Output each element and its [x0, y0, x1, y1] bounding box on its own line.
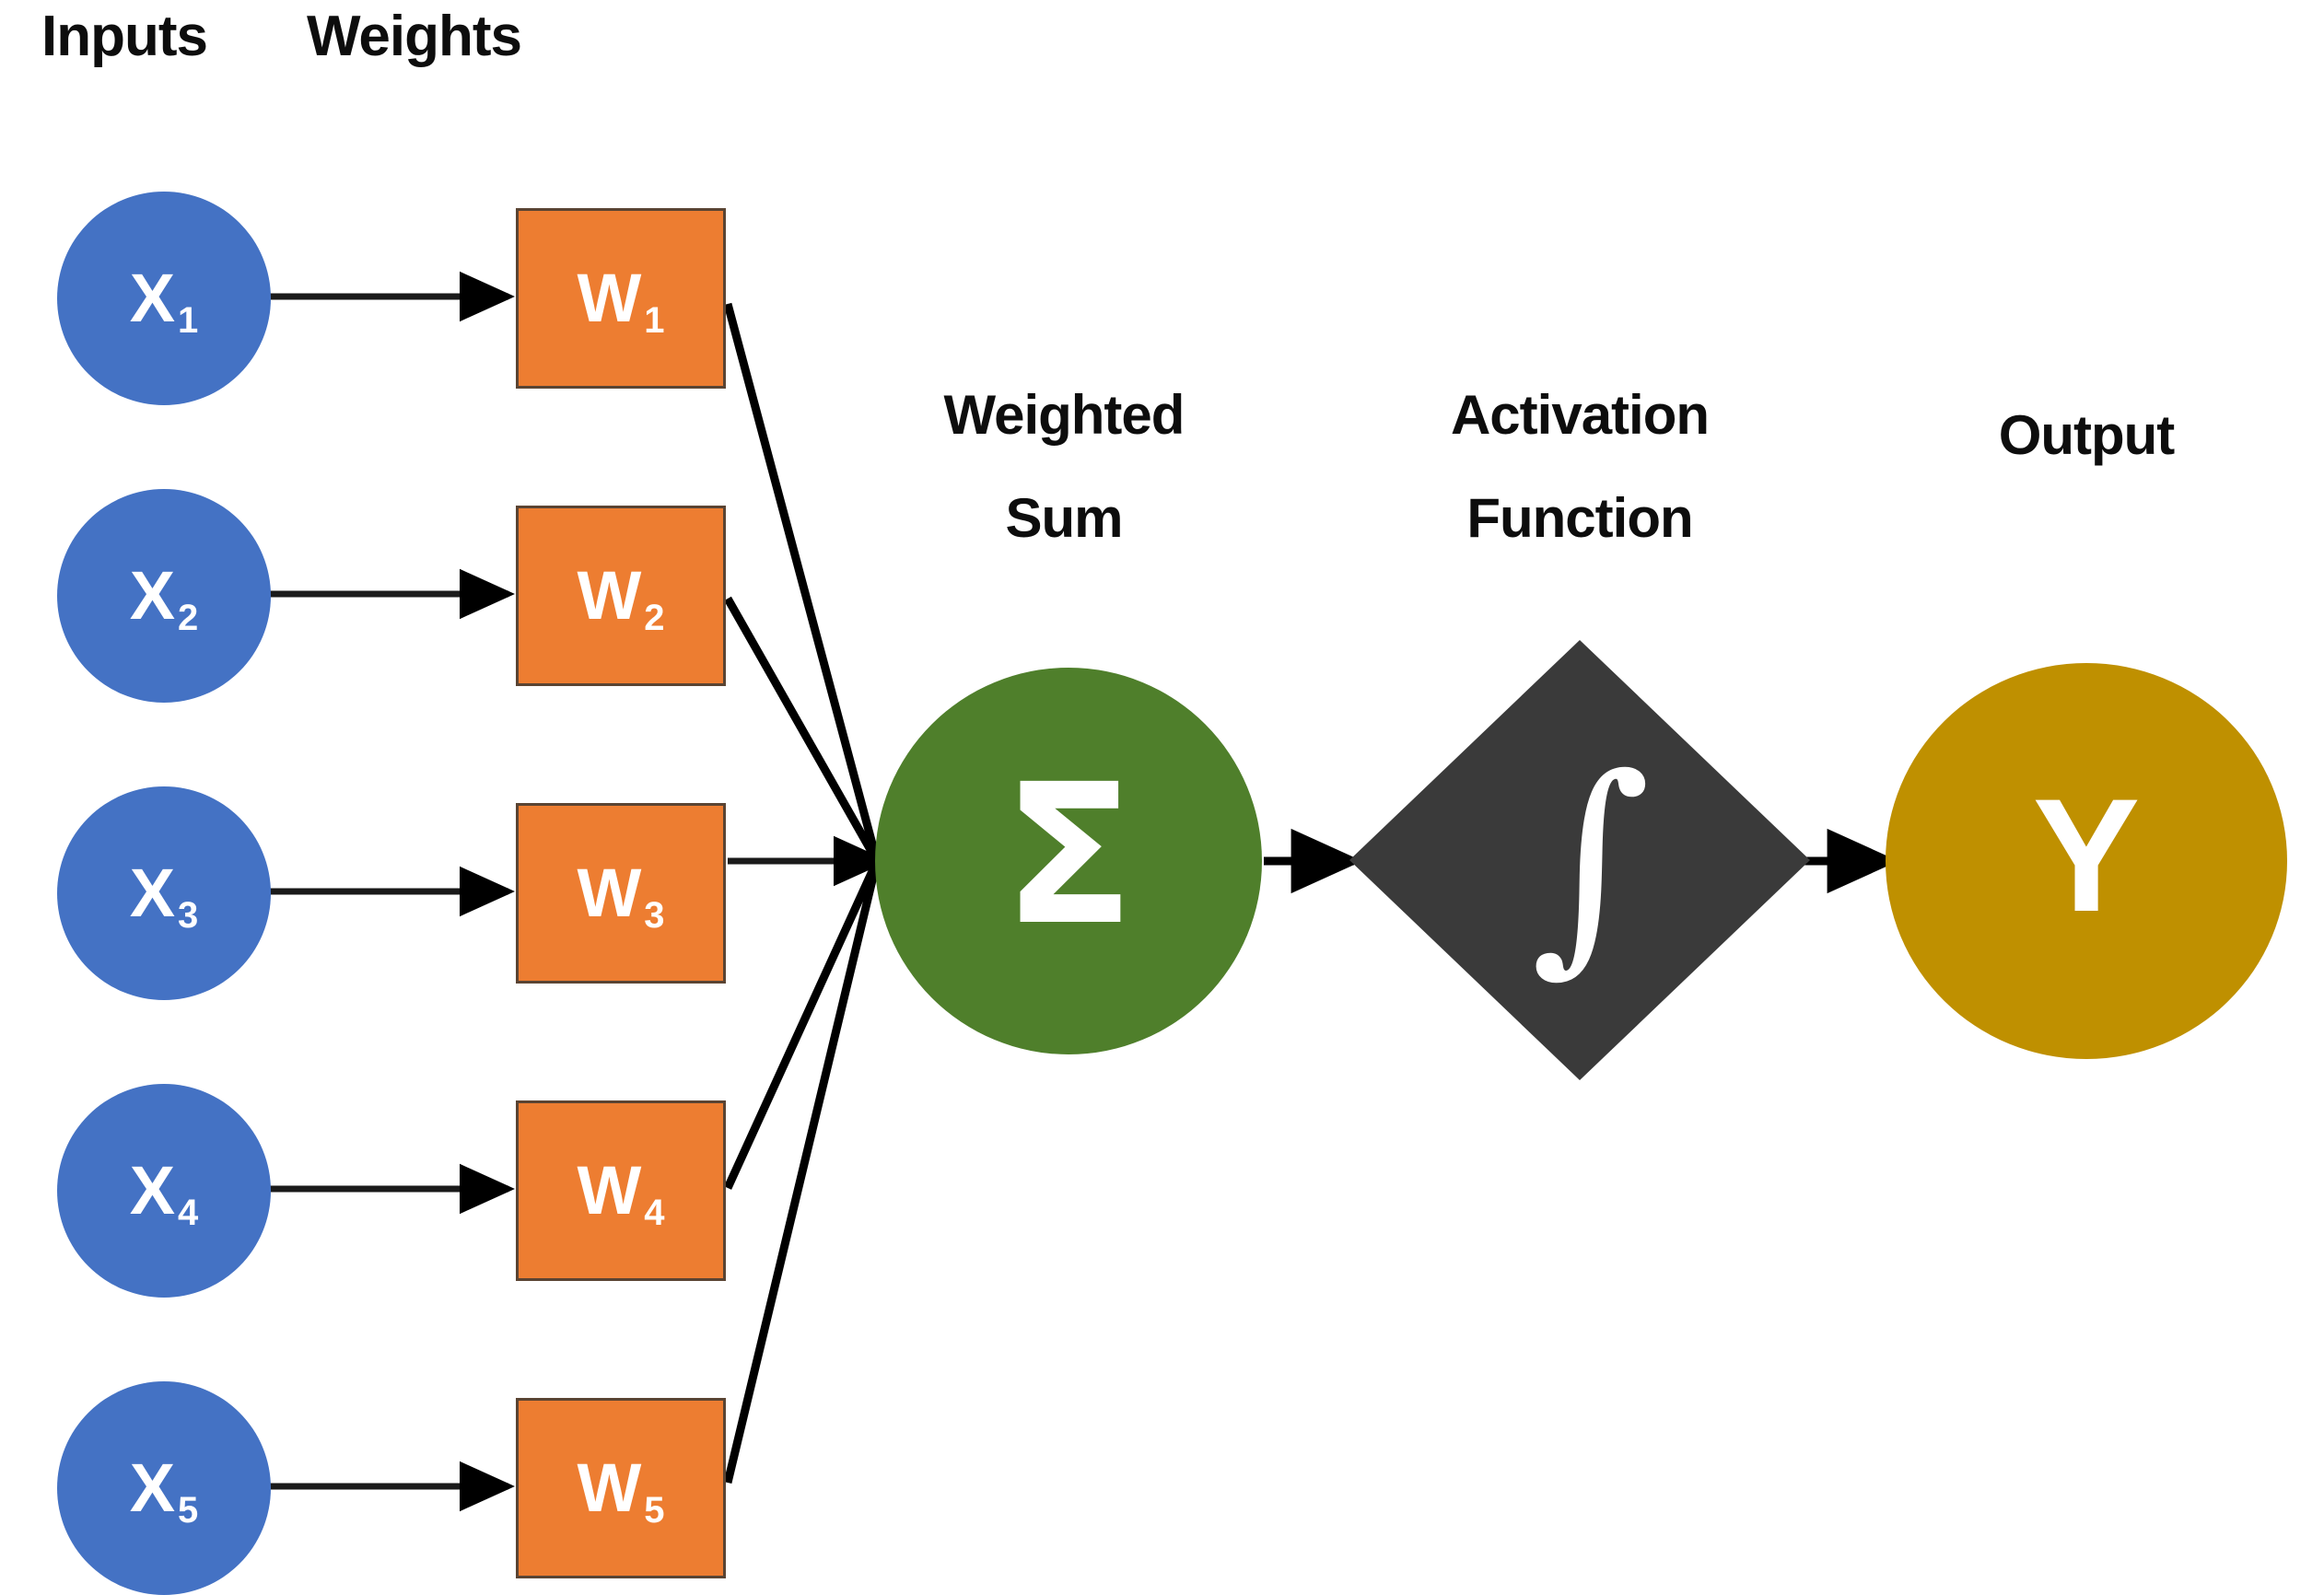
- column-header-weights: Weights: [307, 5, 522, 68]
- output-node-y[interactable]: Y: [1886, 663, 2287, 1059]
- integral-icon: ∫: [1530, 728, 1652, 995]
- stage-header-output: Output: [1998, 404, 2176, 466]
- column-header-inputs: Inputs: [41, 5, 208, 68]
- output-node-y-label: Y: [2032, 765, 2141, 946]
- sigma-icon: Σ: [1002, 742, 1135, 968]
- line-w1-sum: [723, 302, 882, 863]
- input-to-weight-arrows: [269, 271, 516, 1512]
- stage-header-activation-line1: Activation: [1450, 384, 1710, 446]
- diamond-shape: ∫: [1349, 640, 1810, 1080]
- activation-function-node[interactable]: ∫: [1349, 640, 1810, 1080]
- weight-to-sum-lines: [723, 302, 882, 1484]
- stage-header-weighted-sum-line2: Sum: [1005, 487, 1123, 549]
- stage-header-activation-line2: Function: [1466, 487, 1693, 549]
- line-w2-sum: [724, 596, 881, 864]
- line-w4-sum: [723, 859, 882, 1190]
- stage-header-weighted-sum-line1: Weighted: [943, 384, 1185, 446]
- line-w5-sum: [723, 859, 882, 1484]
- weighted-sum-node[interactable]: Σ: [875, 668, 1262, 1054]
